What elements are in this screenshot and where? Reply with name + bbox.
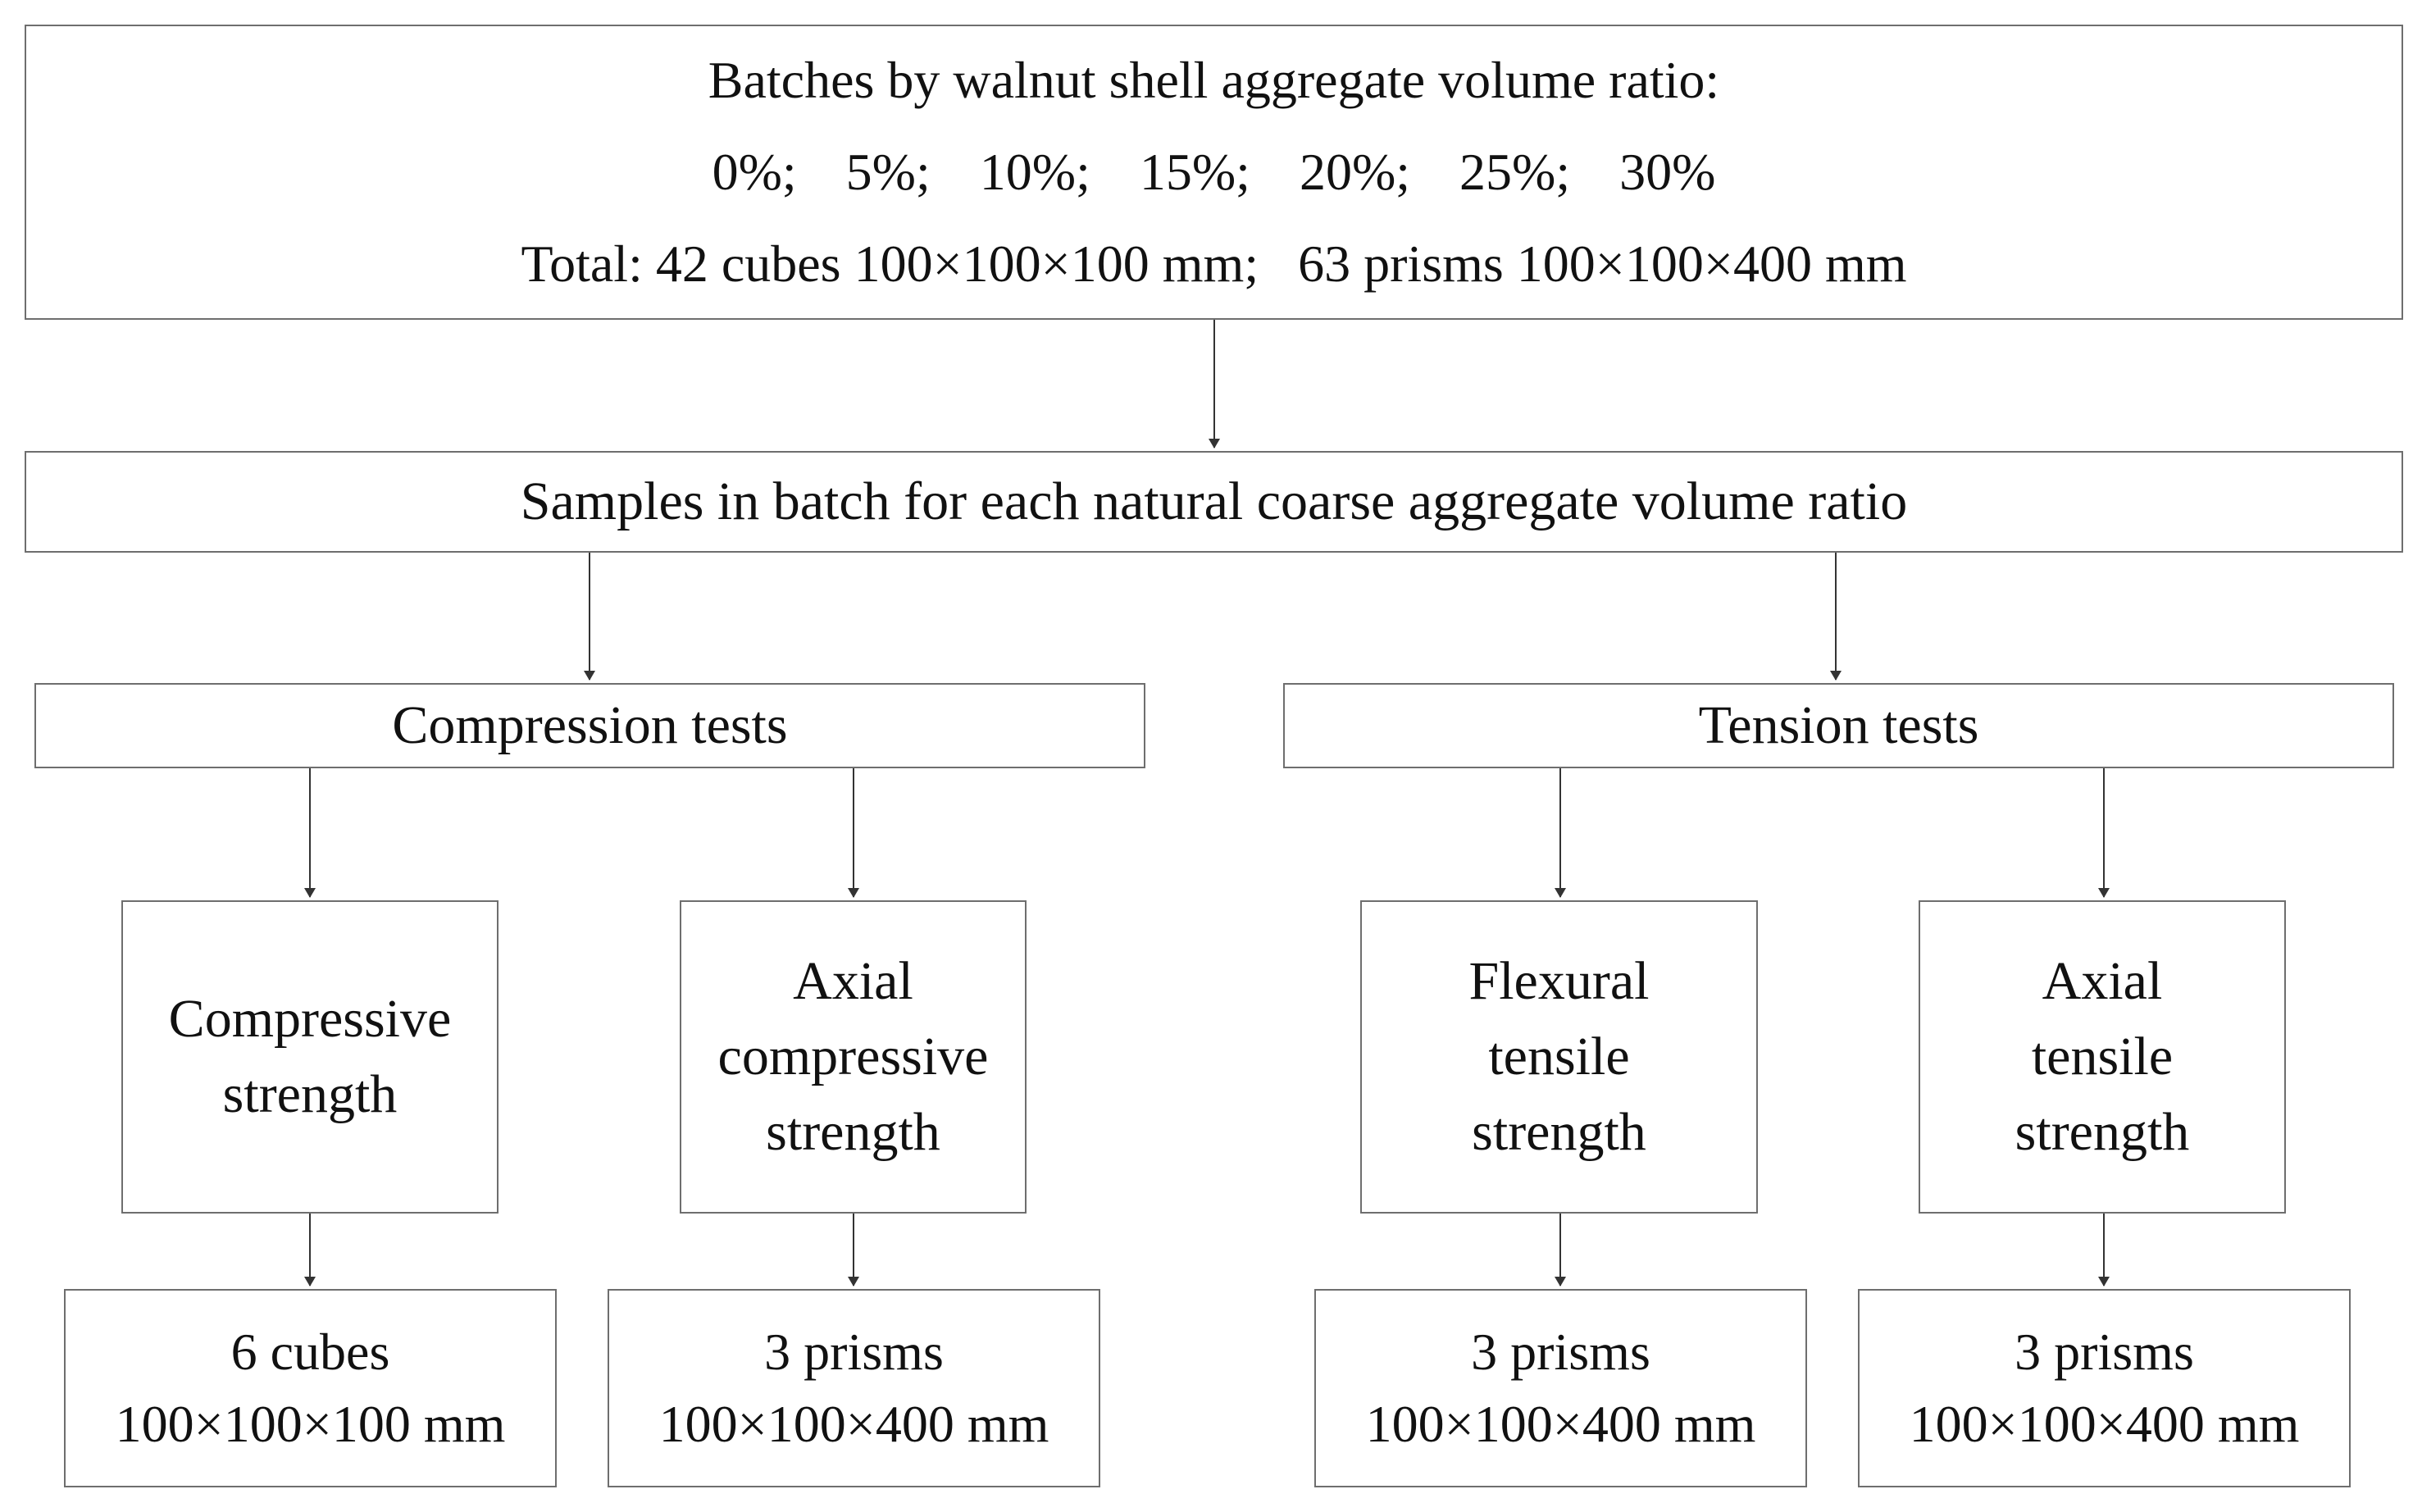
axial-tensile-strength-line-1: Axial [2042,951,2163,1011]
tension-tests-box: Tension tests [1283,683,2394,768]
specimen-box-axial-tensile-strength: 3 prisms 100×100×400 mm [1858,1289,2351,1487]
specimen-dimensions: 100×100×100 mm [115,1395,506,1453]
axial-tensile-strength-line-3: strength [2015,1102,2190,1162]
compressive-strength-line-2: strength [222,1064,398,1124]
axial-compressive-strength-line-2: compressive [717,1027,989,1086]
compressive-strength-box: Compressive strength [121,900,499,1214]
batches-total: Total: 42 cubes 100×100×100 mm; 63 prism… [521,235,1907,293]
specimen-dimensions: 100×100×400 mm [658,1395,1049,1453]
axial-compressive-strength-line-3: strength [766,1102,940,1162]
specimen-count: 6 cubes [230,1323,390,1381]
axial-tensile-strength-line-2: tensile [2031,1027,2174,1086]
flexural-tensile-strength-line-2: tensile [1488,1027,1630,1086]
samples-label: Samples in batch for each natural coarse… [520,471,1908,531]
batches-ratios: 0%; 5%; 10%; 15%; 20%; 25%; 30% [712,143,1716,201]
batches-title: Batches by walnut shell aggregate volume… [708,51,1720,109]
specimen-dimensions: 100×100×400 mm [1909,1395,2300,1453]
specimen-box-axial-compressive-strength: 3 prisms 100×100×400 mm [608,1289,1100,1487]
flexural-tensile-strength-line-3: strength [1472,1102,1646,1162]
axial-compressive-strength-line-1: Axial [793,951,913,1011]
axial-compressive-strength-box: Axial compressive strength [680,900,1027,1214]
specimen-count: 3 prisms [764,1323,944,1381]
flexural-tensile-strength-line-1: Flexural [1468,951,1650,1011]
compression-tests-box: Compression tests [34,683,1145,768]
samples-box: Samples in batch for each natural coarse… [25,451,2403,553]
compression-tests-label: Compression tests [392,695,788,755]
flexural-tensile-strength-box: Flexural tensile strength [1360,900,1758,1214]
batches-box: Batches by walnut shell aggregate volume… [25,25,2403,320]
axial-tensile-strength-box: Axial tensile strength [1919,900,2286,1214]
specimen-dimensions: 100×100×400 mm [1365,1395,1756,1453]
specimen-box-compressive-strength: 6 cubes 100×100×100 mm [64,1289,557,1487]
compressive-strength-line-1: Compressive [168,989,452,1049]
specimen-count: 3 prisms [1471,1323,1650,1381]
tension-tests-label: Tension tests [1698,695,1979,755]
specimen-box-flexural-tensile-strength: 3 prisms 100×100×400 mm [1314,1289,1807,1487]
specimen-count: 3 prisms [2015,1323,2194,1381]
